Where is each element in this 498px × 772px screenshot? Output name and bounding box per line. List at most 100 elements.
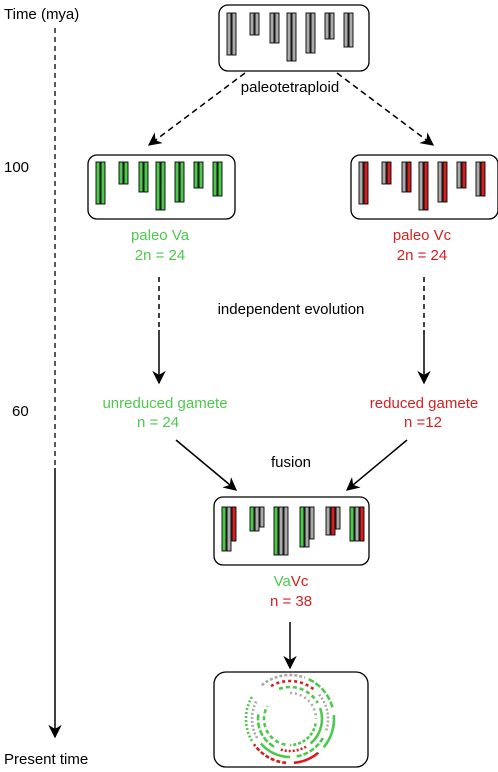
chromosome — [217, 161, 223, 197]
chromosome — [231, 506, 237, 542]
hybrid-name: VaVc — [274, 573, 309, 590]
genome-arc — [244, 696, 254, 742]
genome-arc — [262, 705, 286, 746]
genome-synteny-rings — [244, 673, 336, 765]
arrow-ancestor-to-vc — [336, 72, 435, 146]
genome-arc — [259, 742, 291, 759]
chromosome — [226, 12, 232, 56]
chromosome — [286, 12, 292, 62]
genome-arc — [322, 715, 336, 749]
chromosome — [283, 506, 289, 556]
chromosome — [231, 12, 237, 56]
chromosome — [304, 506, 310, 548]
chromosome — [226, 506, 232, 552]
chromosome — [254, 506, 260, 532]
genome-arc — [278, 685, 319, 704]
arrow-reduced-to-hybrid — [345, 439, 408, 491]
chromosome — [343, 12, 349, 48]
chromosome — [354, 506, 360, 542]
chromosome — [456, 161, 462, 189]
ancestor-chromosomes — [226, 12, 354, 62]
hybrid-name-vc: Vc — [291, 573, 309, 590]
chromosome — [100, 161, 106, 205]
chromosome — [274, 12, 280, 44]
hybrid-name-va: Va — [274, 573, 292, 590]
timeline: Time (mya) 100 60 Present time — [4, 6, 88, 768]
genome-arc — [309, 707, 324, 745]
chromosome — [259, 506, 265, 528]
fusion-label: fusion — [271, 454, 311, 471]
chromosome — [335, 506, 341, 530]
timeline-tick-100: 100 — [4, 159, 29, 176]
chromosome — [193, 161, 199, 189]
chromosome — [330, 506, 336, 536]
genome-circle-box — [213, 671, 369, 768]
chromosome — [212, 161, 218, 197]
chromosome — [381, 161, 387, 185]
paleo-vc-name: paleo Vc — [393, 227, 452, 244]
hybrid-box — [213, 496, 370, 566]
genome-arc — [293, 751, 320, 765]
chromosome — [359, 506, 365, 542]
arrow-ancestor-to-va — [147, 72, 246, 146]
chromosome — [348, 12, 354, 48]
chromosome — [123, 161, 129, 185]
genome-arc — [308, 677, 334, 708]
reduced-gamete-count: n =12 — [404, 414, 442, 431]
hybrid-count: n = 38 — [270, 593, 312, 610]
genome-arc — [256, 713, 275, 748]
chromosome — [310, 12, 316, 54]
paleo-va-count: 2n = 24 — [135, 247, 185, 264]
genome-arc — [296, 737, 325, 758]
reduced-gamete-name: reduced gamete — [370, 395, 478, 412]
paleo-vc-count: 2n = 24 — [397, 247, 447, 264]
chromosome — [325, 506, 331, 536]
ancestor-node: paleotetraploid — [218, 4, 370, 96]
chromosome — [291, 12, 297, 62]
chromosome — [329, 12, 335, 40]
chromosome — [349, 506, 355, 542]
timeline-tick-60: 60 — [12, 403, 29, 420]
genome-arc — [289, 723, 317, 747]
arrow-unreduced-to-hybrid — [175, 439, 238, 491]
chromosome — [179, 161, 185, 203]
timeline-end-label: Present time — [4, 751, 88, 768]
chromosome — [155, 161, 161, 211]
timeline-title: Time (mya) — [4, 6, 79, 23]
genome-arc — [318, 693, 330, 733]
chromosome — [461, 161, 467, 189]
hybrid-chromosomes — [221, 506, 365, 556]
chromosome — [160, 161, 166, 211]
genome-arc — [289, 691, 318, 720]
paleo-vc-node: paleo Vc 2n = 24 — [350, 154, 498, 264]
chromosome — [475, 161, 481, 197]
chromosome — [138, 161, 144, 193]
genome-arc — [278, 745, 307, 753]
ancestor-label: paleotetraploid — [241, 79, 339, 96]
genome-arc — [260, 673, 306, 687]
chromosome — [423, 161, 429, 211]
chromosome — [143, 161, 149, 193]
independent-evolution-label: independent evolution — [218, 301, 365, 318]
genome-arc — [252, 743, 287, 765]
chromosome — [174, 161, 180, 203]
hybrid-node: VaVc n = 38 — [213, 496, 370, 610]
paleo-va-node: paleo Va 2n = 24 — [87, 154, 236, 264]
genome-circle-node — [213, 671, 369, 768]
chromosome — [273, 506, 279, 556]
chromosome — [221, 506, 227, 552]
unreduced-gamete-count: n = 24 — [137, 414, 179, 431]
genome-arc — [250, 699, 259, 739]
chromosome — [305, 12, 311, 54]
chromosome — [401, 161, 407, 193]
chromosome — [480, 161, 486, 197]
chromosome — [442, 161, 448, 203]
chromosome — [118, 161, 124, 185]
paleo-vc-chromosomes — [358, 161, 486, 211]
paleo-va-name: paleo Va — [131, 227, 190, 244]
chromosome — [269, 12, 275, 44]
chromosome — [386, 161, 392, 185]
unreduced-gamete-name: unreduced gamete — [102, 395, 227, 412]
chromosome — [249, 506, 255, 532]
